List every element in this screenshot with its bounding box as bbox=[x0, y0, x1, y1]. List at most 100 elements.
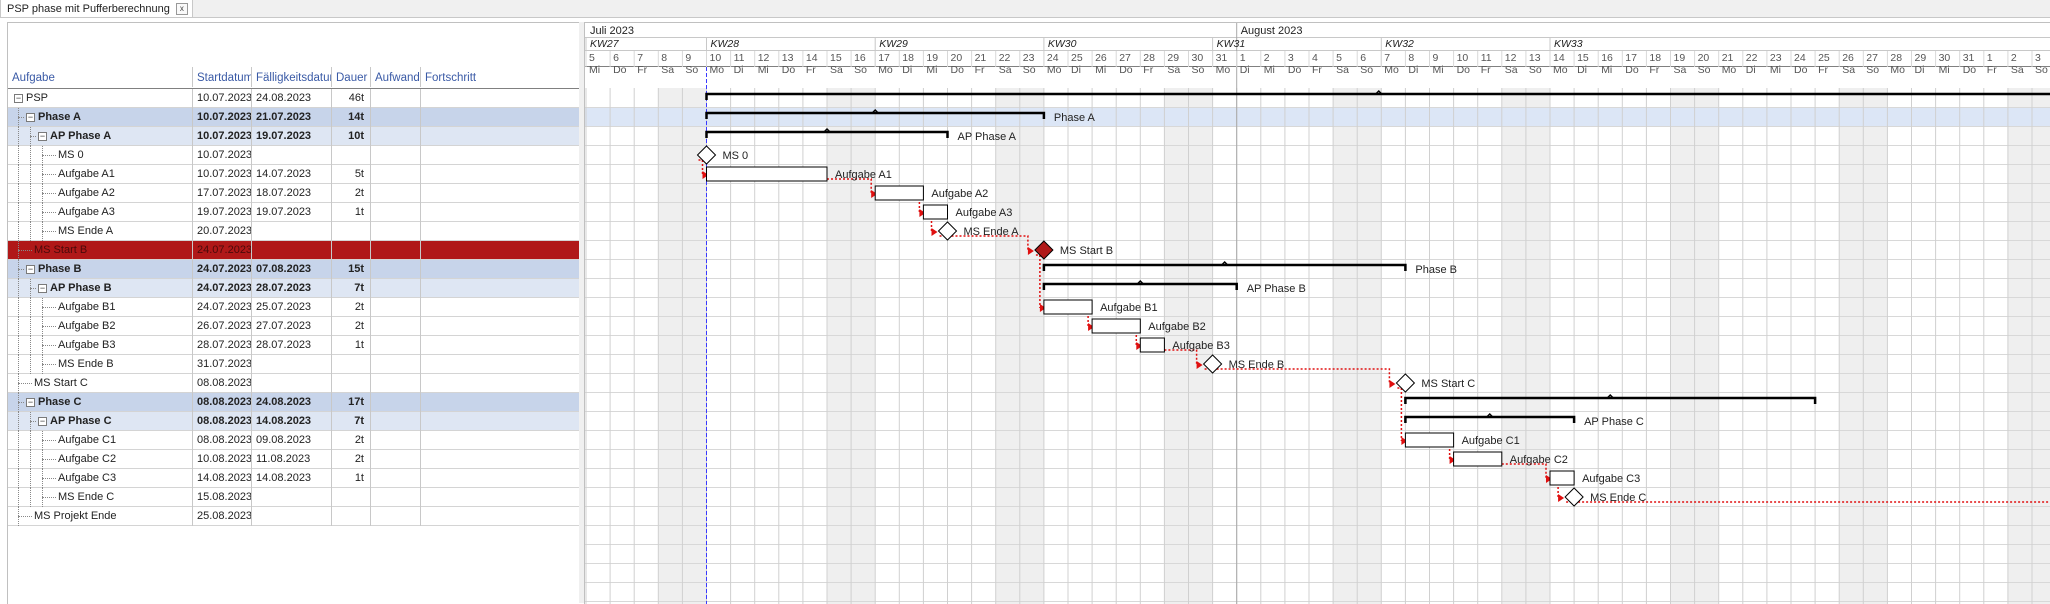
due-date-cell[interactable]: 14.08.2023 bbox=[252, 412, 332, 431]
task-name-cell[interactable]: −PSP bbox=[8, 89, 193, 108]
progress-cell[interactable] bbox=[421, 355, 580, 374]
task-name-cell[interactable]: Aufgabe B1 bbox=[8, 298, 193, 317]
task-name-cell[interactable]: Aufgabe B3 bbox=[8, 336, 193, 355]
effort-cell[interactable] bbox=[371, 203, 421, 222]
duration-cell[interactable] bbox=[332, 222, 371, 241]
effort-cell[interactable] bbox=[371, 412, 421, 431]
effort-cell[interactable] bbox=[371, 127, 421, 146]
progress-cell[interactable] bbox=[421, 336, 580, 355]
task-bar[interactable] bbox=[1405, 433, 1453, 447]
progress-cell[interactable] bbox=[421, 450, 580, 469]
start-date-cell[interactable]: 19.07.2023 bbox=[193, 203, 252, 222]
due-date-cell[interactable]: 14.07.2023 bbox=[252, 165, 332, 184]
duration-cell[interactable]: 2t bbox=[332, 450, 371, 469]
progress-cell[interactable] bbox=[421, 431, 580, 450]
duration-cell[interactable]: 1t bbox=[332, 336, 371, 355]
due-date-cell[interactable] bbox=[252, 355, 332, 374]
progress-cell[interactable] bbox=[421, 374, 580, 393]
effort-cell[interactable] bbox=[371, 184, 421, 203]
effort-cell[interactable] bbox=[371, 393, 421, 412]
start-date-cell[interactable]: 10.07.2023 bbox=[193, 89, 252, 108]
start-date-cell[interactable]: 14.08.2023 bbox=[193, 469, 252, 488]
effort-cell[interactable] bbox=[371, 260, 421, 279]
start-date-cell[interactable]: 24.07.2023 bbox=[193, 279, 252, 298]
minus-icon[interactable]: − bbox=[38, 417, 47, 426]
duration-cell[interactable]: 5t bbox=[332, 165, 371, 184]
task-name-cell[interactable]: MS Start C bbox=[8, 374, 193, 393]
due-date-cell[interactable] bbox=[252, 222, 332, 241]
task-name-cell[interactable]: Aufgabe A2 bbox=[8, 184, 193, 203]
task-name-cell[interactable]: −AP Phase C bbox=[8, 412, 193, 431]
task-name-cell[interactable]: MS Ende B bbox=[8, 355, 193, 374]
effort-cell[interactable] bbox=[371, 222, 421, 241]
milestone-diamond[interactable] bbox=[1565, 488, 1583, 506]
effort-cell[interactable] bbox=[371, 355, 421, 374]
duration-cell[interactable]: 2t bbox=[332, 184, 371, 203]
duration-cell[interactable] bbox=[332, 374, 371, 393]
progress-cell[interactable] bbox=[421, 222, 580, 241]
progress-cell[interactable] bbox=[421, 203, 580, 222]
start-date-cell[interactable]: 10.07.2023 bbox=[193, 127, 252, 146]
effort-cell[interactable] bbox=[371, 241, 421, 260]
effort-cell[interactable] bbox=[371, 431, 421, 450]
due-date-cell[interactable] bbox=[252, 374, 332, 393]
task-bar[interactable] bbox=[1550, 471, 1574, 485]
due-date-cell[interactable]: 28.07.2023 bbox=[252, 279, 332, 298]
due-date-cell[interactable]: 25.07.2023 bbox=[252, 298, 332, 317]
due-date-cell[interactable] bbox=[252, 146, 332, 165]
close-icon[interactable]: x bbox=[176, 3, 188, 15]
progress-cell[interactable] bbox=[421, 165, 580, 184]
due-date-cell[interactable]: 11.08.2023 bbox=[252, 450, 332, 469]
minus-icon[interactable]: − bbox=[38, 132, 47, 141]
task-name-cell[interactable]: MS Projekt Ende bbox=[8, 507, 193, 526]
duration-cell[interactable]: 46t bbox=[332, 89, 371, 108]
start-date-cell[interactable]: 24.07.2023 bbox=[193, 241, 252, 260]
start-date-cell[interactable]: 10.08.2023 bbox=[193, 450, 252, 469]
due-date-cell[interactable]: 28.07.2023 bbox=[252, 336, 332, 355]
start-date-cell[interactable]: 08.08.2023 bbox=[193, 431, 252, 450]
duration-cell[interactable]: 7t bbox=[332, 279, 371, 298]
task-name-cell[interactable]: −Phase A bbox=[8, 108, 193, 127]
task-name-cell[interactable]: −AP Phase A bbox=[8, 127, 193, 146]
duration-cell[interactable]: 1t bbox=[332, 469, 371, 488]
progress-cell[interactable] bbox=[421, 317, 580, 336]
progress-cell[interactable] bbox=[421, 279, 580, 298]
task-name-cell[interactable]: Aufgabe A1 bbox=[8, 165, 193, 184]
progress-cell[interactable] bbox=[421, 89, 580, 108]
task-name-cell[interactable]: −Phase B bbox=[8, 260, 193, 279]
task-name-cell[interactable]: Aufgabe B2 bbox=[8, 317, 193, 336]
duration-cell[interactable] bbox=[332, 507, 371, 526]
effort-cell[interactable] bbox=[371, 336, 421, 355]
due-date-cell[interactable]: 24.08.2023 bbox=[252, 393, 332, 412]
duration-cell[interactable] bbox=[332, 488, 371, 507]
start-date-cell[interactable]: 20.07.2023 bbox=[193, 222, 252, 241]
duration-cell[interactable]: 2t bbox=[332, 298, 371, 317]
progress-cell[interactable] bbox=[421, 108, 580, 127]
task-bar[interactable] bbox=[1454, 452, 1502, 466]
effort-cell[interactable] bbox=[371, 507, 421, 526]
due-date-cell[interactable]: 24.08.2023 bbox=[252, 89, 332, 108]
effort-cell[interactable] bbox=[371, 108, 421, 127]
start-date-cell[interactable]: 26.07.2023 bbox=[193, 317, 252, 336]
start-date-cell[interactable]: 24.07.2023 bbox=[193, 298, 252, 317]
minus-icon[interactable]: − bbox=[38, 284, 47, 293]
column-header-effort[interactable]: Aufwand bbox=[371, 67, 421, 87]
duration-cell[interactable]: 17t bbox=[332, 393, 371, 412]
start-date-cell[interactable]: 08.08.2023 bbox=[193, 412, 252, 431]
due-date-cell[interactable]: 18.07.2023 bbox=[252, 184, 332, 203]
effort-cell[interactable] bbox=[371, 488, 421, 507]
task-name-cell[interactable]: MS Ende A bbox=[8, 222, 193, 241]
